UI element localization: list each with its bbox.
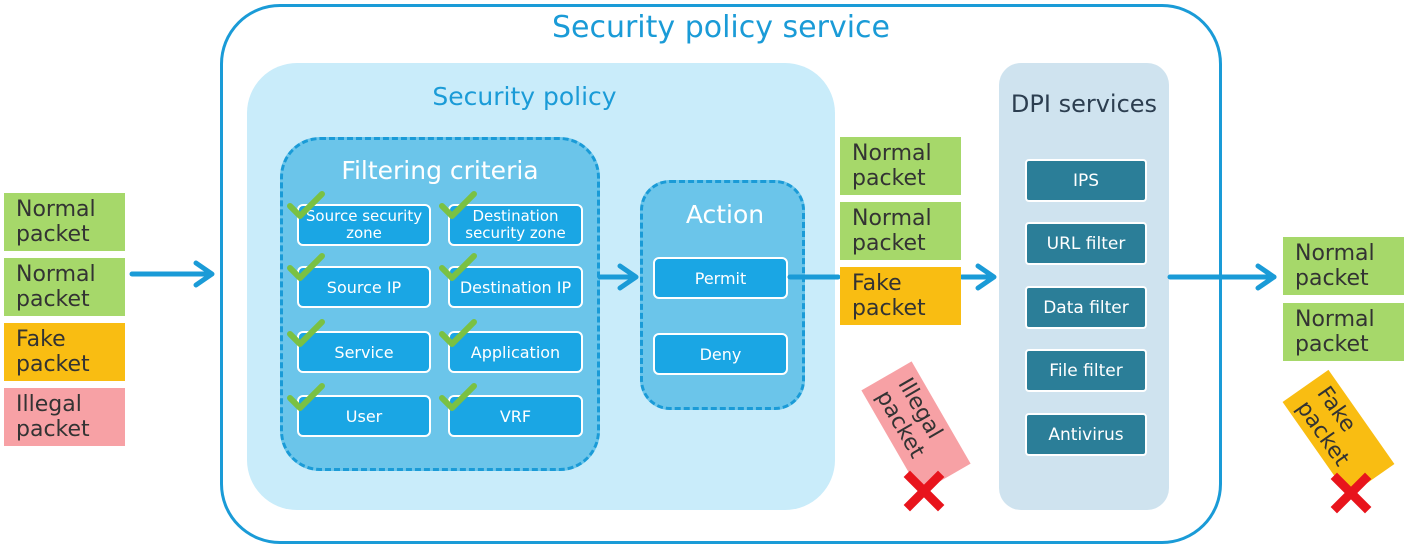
input-packet-normal-1: Normal packet xyxy=(4,193,125,251)
security-policy-service-title: Security policy service xyxy=(551,10,891,45)
dpi-antivirus: Antivirus xyxy=(1025,413,1147,456)
permit-button: Permit xyxy=(653,257,788,299)
check-icon xyxy=(439,191,477,219)
output-packet-normal-2: Normal packet xyxy=(1283,303,1404,361)
check-icon xyxy=(287,383,325,411)
deny-button: Deny xyxy=(653,333,788,375)
check-icon xyxy=(287,253,325,281)
check-icon xyxy=(287,191,325,219)
check-icon xyxy=(439,253,477,281)
mid-packet-normal-2: Normal packet xyxy=(840,202,961,260)
criterion-source-ip: Source IP xyxy=(297,266,431,308)
check-icon xyxy=(439,383,477,411)
dpi-ips: IPS xyxy=(1025,159,1147,202)
check-icon xyxy=(439,319,477,347)
dpi-file-filter: File filter xyxy=(1025,349,1147,392)
security-policy-title: Security policy xyxy=(432,82,617,111)
dpi-services-title: DPI services xyxy=(1010,90,1158,118)
criterion-user: User xyxy=(297,395,431,437)
dpi-url-filter: URL filter xyxy=(1025,222,1147,265)
check-icon xyxy=(287,319,325,347)
criterion-destination-security-zone: Destination security zone xyxy=(448,204,583,246)
dpi-data-filter: Data filter xyxy=(1025,286,1147,329)
cross-icon xyxy=(903,470,945,512)
input-packet-normal-2: Normal packet xyxy=(4,258,125,316)
criterion-vrf: VRF xyxy=(448,395,583,437)
criterion-source-security-zone: Source security zone xyxy=(297,204,431,246)
action-title: Action xyxy=(685,200,765,229)
criterion-application: Application xyxy=(448,331,583,373)
mid-packet-fake: Fake packet xyxy=(840,267,961,325)
filtering-criteria-title: Filtering criteria xyxy=(341,156,539,185)
input-packet-fake: Fake packet xyxy=(4,323,125,381)
output-packet-normal-1: Normal packet xyxy=(1283,237,1404,295)
input-packet-illegal: Illegal packet xyxy=(4,388,125,446)
cross-icon xyxy=(1330,472,1372,514)
criterion-destination-ip: Destination IP xyxy=(448,266,583,308)
criterion-service: Service xyxy=(297,331,431,373)
mid-packet-normal-1: Normal packet xyxy=(840,137,961,195)
